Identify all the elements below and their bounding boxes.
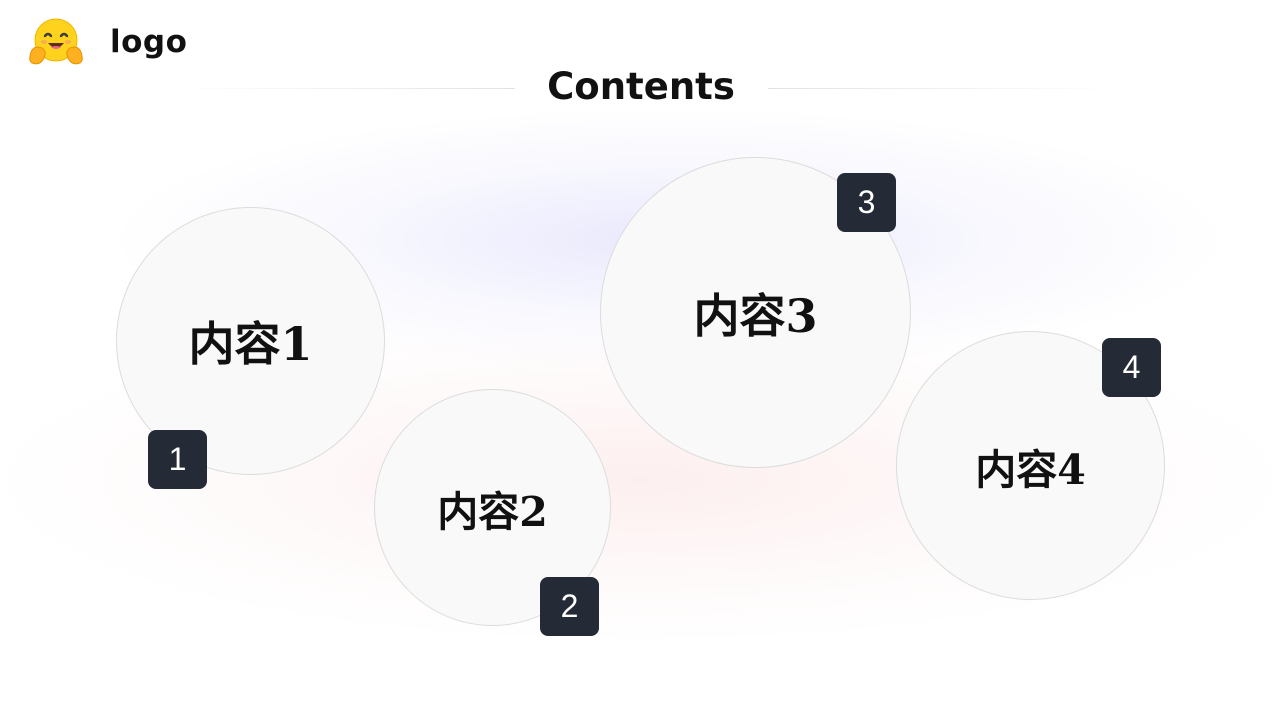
hugging-face-emoji-icon [29, 18, 83, 65]
content-bubble-3[interactable]: 内容3 [600, 157, 911, 468]
page-title: Contents [547, 65, 735, 108]
content-label-3: 内容3 [693, 288, 818, 343]
title-divider-right [768, 88, 1118, 89]
content-label-4: 内容4 [975, 445, 1086, 494]
logo: logo [28, 16, 187, 68]
logo-text: logo [110, 24, 188, 60]
title-divider-left [175, 88, 515, 89]
content-bubble-2[interactable]: 内容2 [374, 389, 611, 626]
number-badge-2: 2 [540, 577, 599, 636]
number-badge-3: 3 [837, 173, 896, 232]
content-label-2: 内容2 [437, 487, 548, 536]
content-label-1: 内容1 [188, 317, 313, 371]
number-badge-1: 1 [148, 430, 207, 489]
number-badge-4: 4 [1102, 338, 1161, 397]
